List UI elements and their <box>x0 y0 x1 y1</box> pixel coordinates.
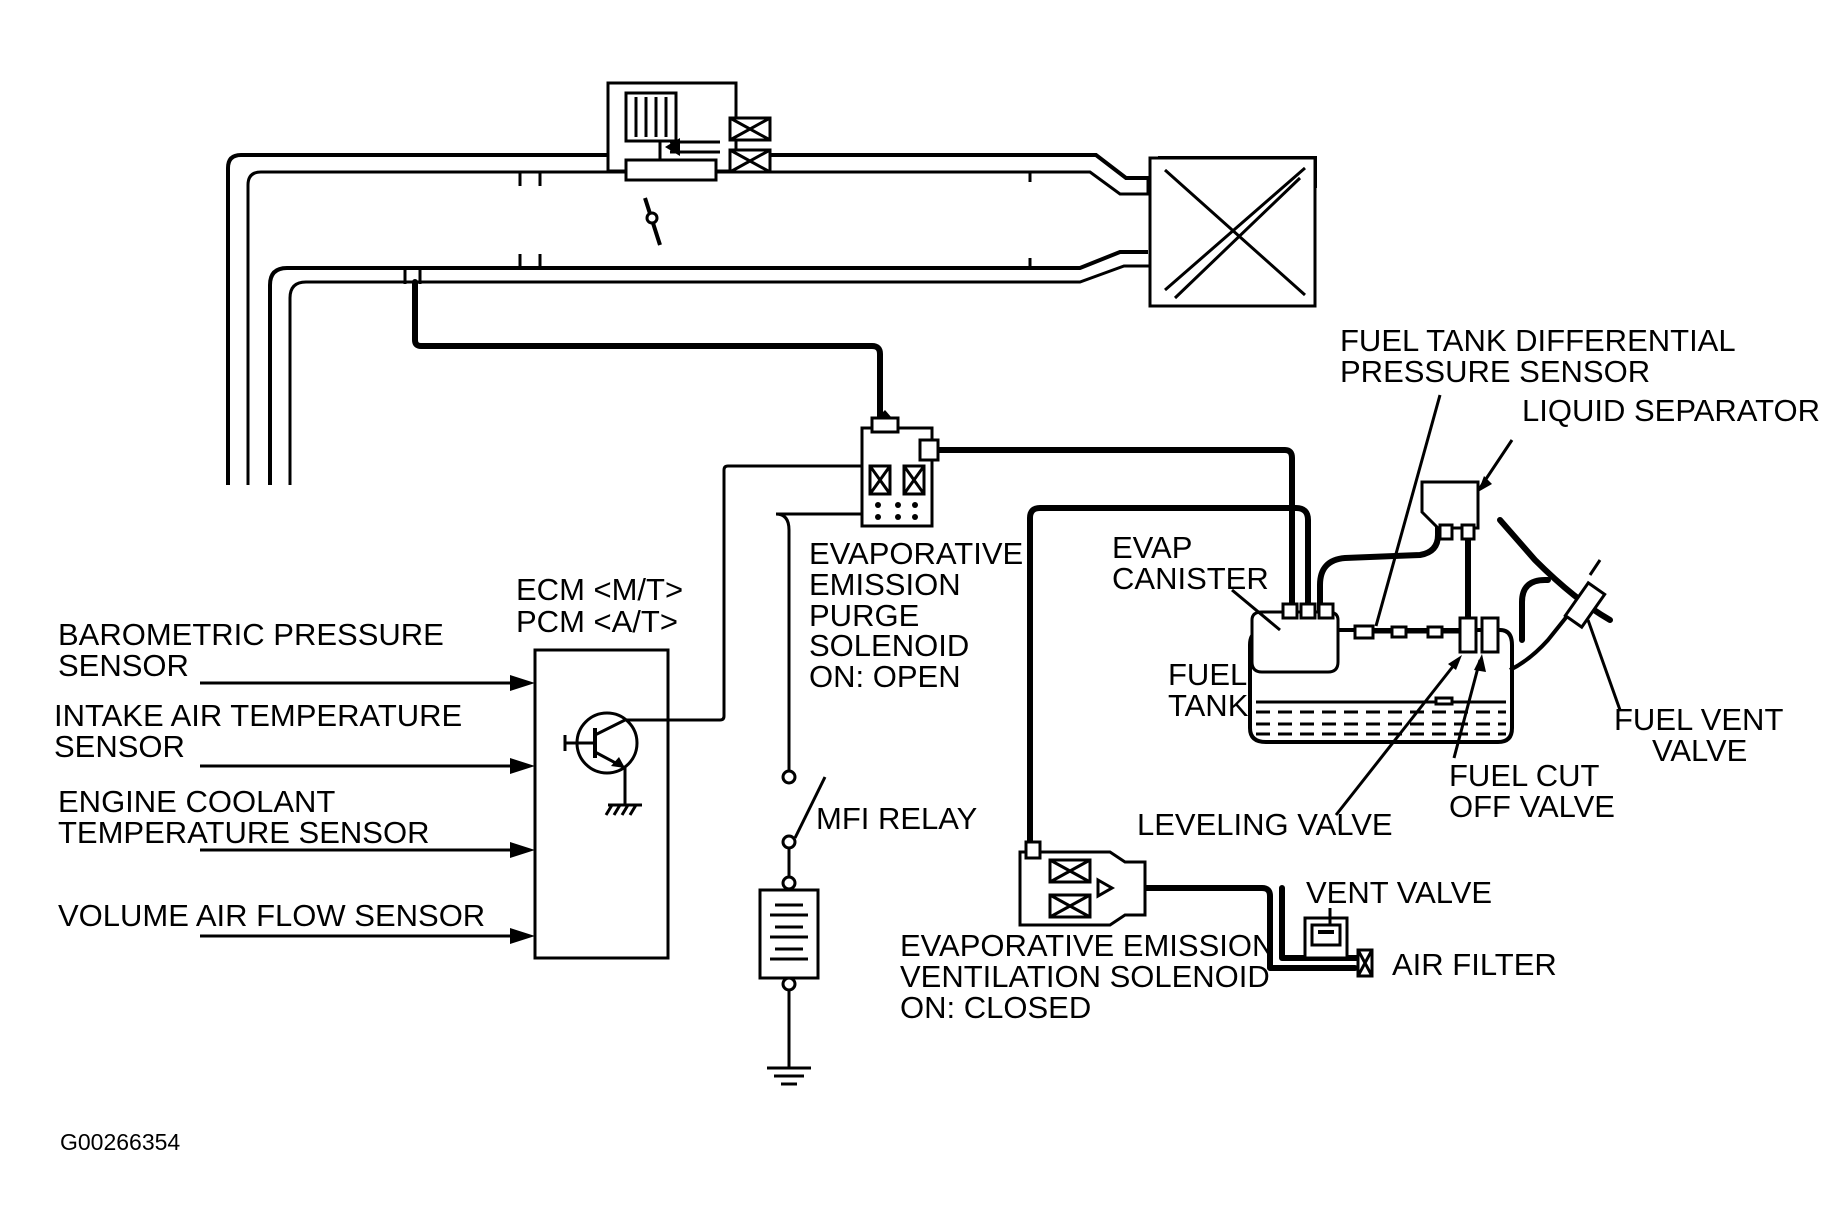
intake-manifold <box>226 153 1317 485</box>
fuel-tank-label-line2: TANK <box>1168 688 1249 723</box>
ecm-label-line1: ECM <M/T> <box>516 572 683 607</box>
fuel-vent-valve-label-line2: VALVE <box>1652 733 1747 768</box>
purge-solenoid-label-line2: EMISSION <box>809 567 961 602</box>
barometric-sensor-label-line2: SENSOR <box>58 648 189 683</box>
purge-solenoid <box>860 410 940 528</box>
vent-valve-label: VENT VALVE <box>1306 875 1492 910</box>
coolant-temp-label-line1: ENGINE COOLANT <box>58 784 335 819</box>
fuel-cut-off-valve-label-line1: FUEL CUT <box>1449 758 1599 793</box>
purge-solenoid-label-line5: ON: OPEN <box>809 659 961 694</box>
intake-air-temp-label-line2: SENSOR <box>54 729 185 764</box>
mfi-relay-label: MFI RELAY <box>816 801 977 836</box>
leader-lines <box>1231 394 1622 925</box>
air-filter-label: AIR FILTER <box>1392 947 1557 982</box>
fuel-vent-valve-label-line1: FUEL VENT <box>1614 702 1783 737</box>
ventilation-solenoid <box>1018 840 1374 978</box>
ventilation-solenoid-label-line3: ON: CLOSED <box>900 990 1091 1025</box>
ventilation-solenoid-label-line1: EVAPORATIVE EMISSION <box>900 928 1274 963</box>
figure-code: G00266354 <box>60 1129 180 1155</box>
air-flow-sensor-label: VOLUME AIR FLOW SENSOR <box>58 898 485 933</box>
barometric-sensor-label-line1: BAROMETRIC PRESSURE <box>58 617 444 652</box>
pressure-sensor-label-line2: PRESSURE SENSOR <box>1340 354 1650 389</box>
purge-solenoid-label-line1: EVAPORATIVE <box>809 536 1023 571</box>
pressure-sensor-label-line1: FUEL TANK DIFFERENTIAL <box>1340 323 1736 358</box>
ventilation-solenoid-label-line2: VENTILATION SOLENOID <box>900 959 1270 994</box>
ecm-box <box>533 464 862 960</box>
leveling-valve-label: LEVELING VALVE <box>1137 807 1393 842</box>
evap-canister-label-line2: CANISTER <box>1112 561 1269 596</box>
mfi-relay-circuit <box>758 512 862 1086</box>
intake-air-temp-label-line1: INTAKE AIR TEMPERATURE <box>54 698 462 733</box>
liquid-separator-label: LIQUID SEPARATOR <box>1522 393 1820 428</box>
idle-speed-control <box>606 81 772 182</box>
ecm-label-line2: PCM <A/T> <box>516 604 678 639</box>
vacuum-hoses <box>412 279 1613 971</box>
coolant-temp-label-line2: TEMPERATURE SENSOR <box>58 815 429 850</box>
labels: ECM <M/T> PCM <A/T> BAROMETRIC PRESSURE … <box>54 323 1820 1155</box>
purge-solenoid-label-line4: SOLENOID <box>809 628 969 663</box>
input-arrows <box>200 675 535 944</box>
evap-canister-label-line1: EVAP <box>1112 530 1192 565</box>
fuel-tank-label-line1: FUEL <box>1168 657 1247 692</box>
purge-solenoid-label-line3: PURGE <box>809 598 919 633</box>
fuel-tank-assembly <box>1248 480 1607 744</box>
fuel-cut-off-valve-label-line2: OFF VALVE <box>1449 789 1615 824</box>
